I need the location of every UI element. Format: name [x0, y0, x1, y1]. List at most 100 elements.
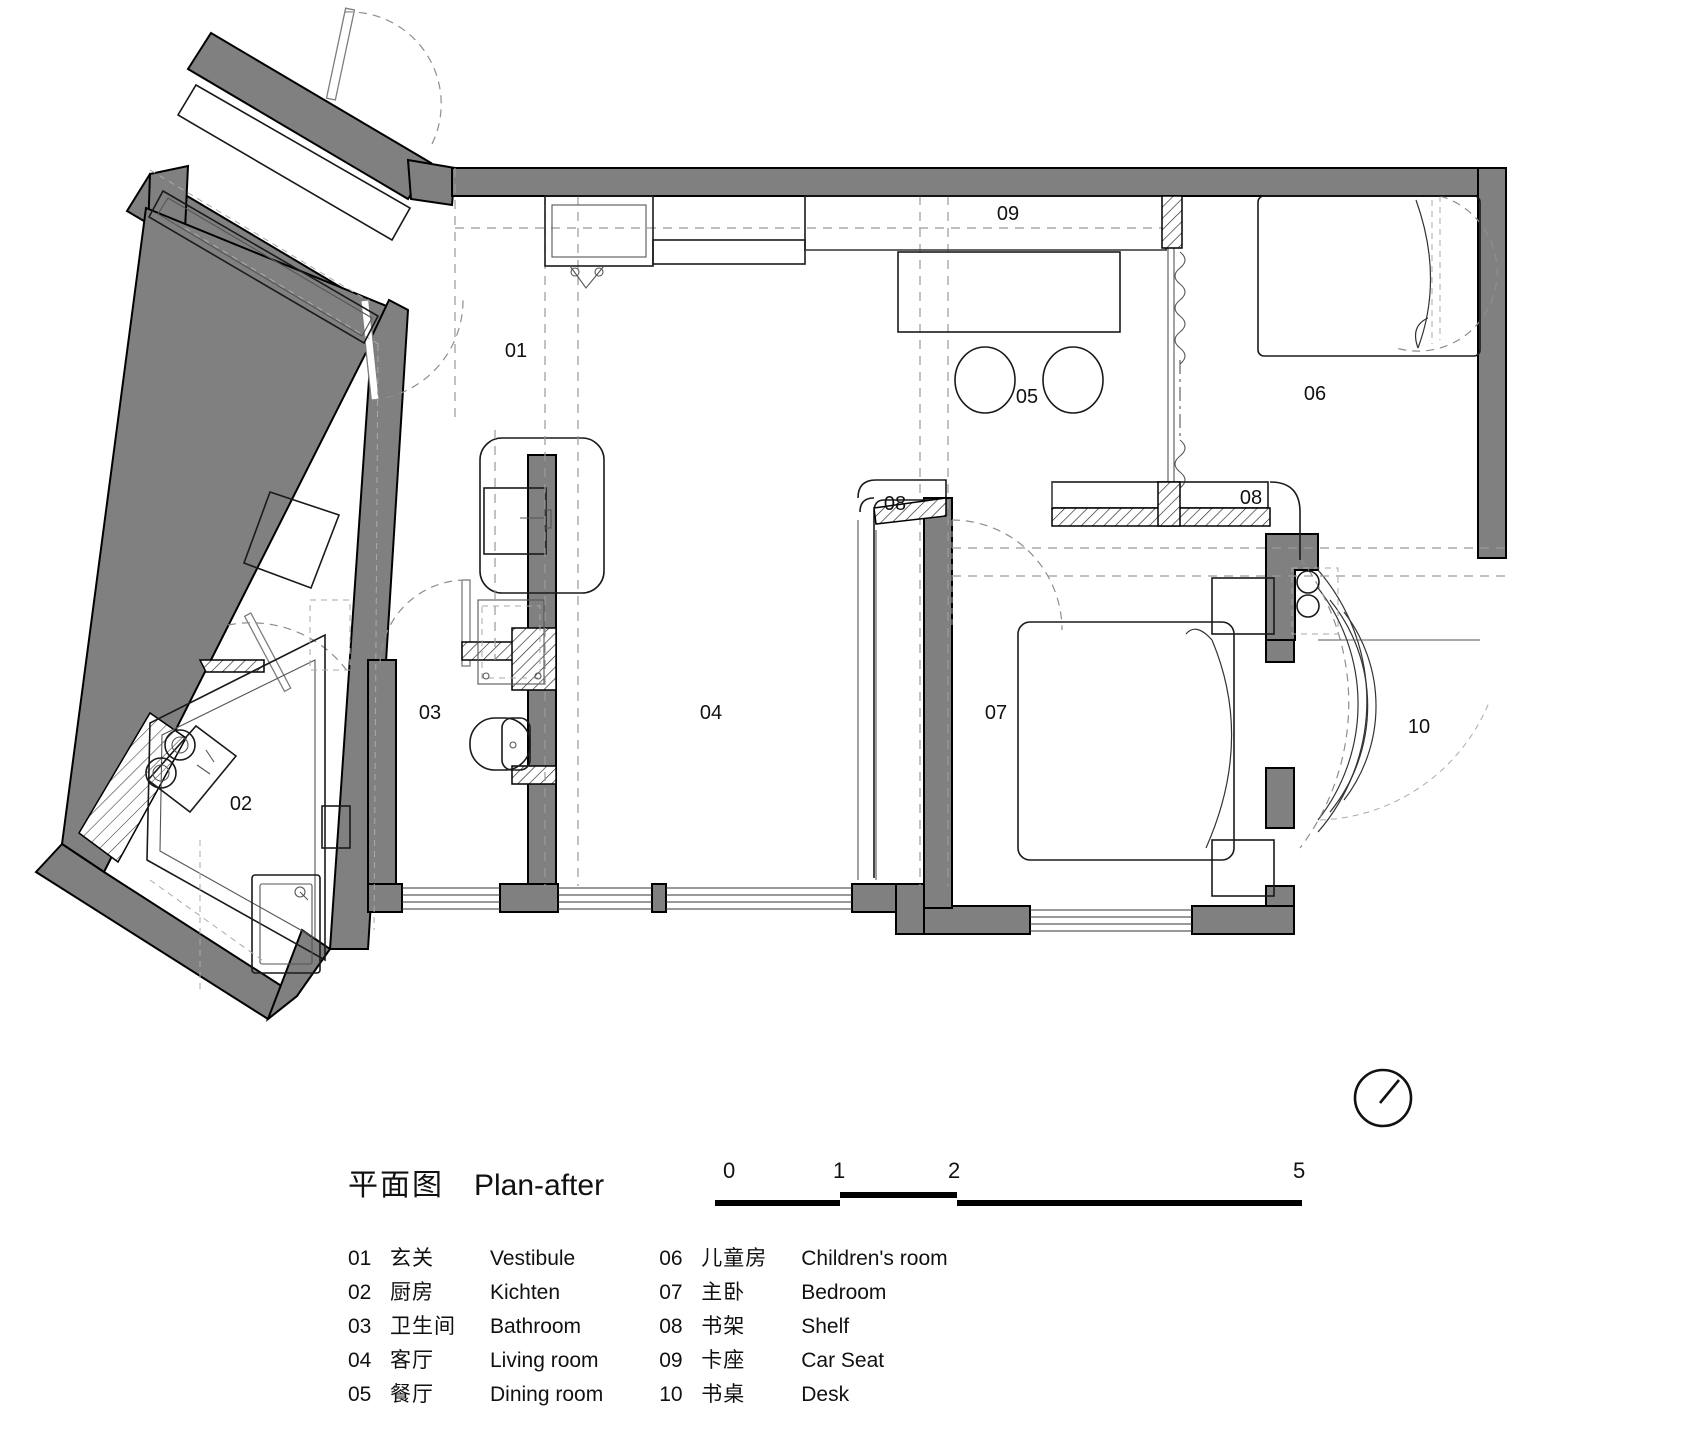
legend-item: 06 儿童房 Children's room: [659, 1244, 947, 1274]
legend-num: 09: [659, 1349, 683, 1372]
legend-cn: 餐厅: [390, 1383, 434, 1406]
room-label-09: 09: [997, 203, 1019, 225]
wall-bedroom-west: [923, 497, 953, 909]
north-arrow: [1348, 1063, 1418, 1133]
kitchen-fridge: [321, 805, 351, 849]
wall-living-west: [367, 659, 397, 891]
kitchen-sink: [251, 874, 321, 974]
scale-tick-1: 1: [833, 1158, 846, 1183]
entry-bench-top: [652, 239, 806, 265]
entry-cabinet: [147, 189, 380, 345]
legend-num: 05: [348, 1383, 372, 1406]
legend-item: 08 书架 Shelf: [659, 1312, 947, 1342]
bath-washer: [477, 599, 545, 685]
dining-chair-right: [1042, 346, 1104, 414]
room-label-07: 07: [985, 702, 1007, 724]
window-south-bedroom: [1030, 909, 1192, 932]
wall-south-seg6: [1191, 905, 1295, 935]
scale-segment-1-2: [840, 1192, 957, 1198]
room-label-10: 10: [1408, 716, 1430, 738]
plan-title-en: Plan-after: [474, 1169, 605, 1202]
desk: [1318, 639, 1491, 821]
bath-vanity-block: [479, 437, 605, 594]
scale-tick-2: 2: [948, 1158, 961, 1183]
shelf-joint-hatch: [1157, 481, 1181, 527]
door-kitchen: [198, 612, 349, 693]
bedroom-ceiling-guides: [952, 547, 1506, 577]
door-children-room: [1395, 195, 1498, 352]
kitchen-upper-cabinet-dashed: [309, 599, 351, 671]
room-label-02: 02: [230, 793, 252, 815]
plan-title: 平面图 Plan-after: [348, 1160, 604, 1204]
scale-tick-0: 0: [723, 1158, 736, 1183]
legend: 01 玄关 Vestibule 02 厨房 Kichten 03 卫生间 Bat…: [348, 1244, 948, 1410]
living-ceiling-guides: [455, 196, 1166, 886]
shelf-left: [857, 479, 947, 880]
legend-en: Car Seat: [801, 1349, 885, 1372]
car-seat-bench: [804, 195, 1167, 251]
plan-title-cn: 平面图: [348, 1169, 444, 1202]
legend-num: 03: [348, 1315, 372, 1338]
entry-console: [242, 490, 341, 590]
wall-corridor-diagonal: [328, 298, 410, 950]
legend-item: 05 餐厅 Dining room: [348, 1380, 603, 1410]
window-south-3: [666, 887, 852, 910]
legend-num: 08: [659, 1315, 683, 1338]
scale-segment-0-1: [715, 1200, 840, 1206]
legend-en: Living room: [490, 1349, 599, 1372]
legend-column-right: 06 儿童房 Children's room 07 主卧 Bedroom 08 …: [659, 1244, 947, 1410]
room-label-01: 01: [505, 340, 527, 362]
legend-en: Dining room: [490, 1383, 604, 1406]
legend-cn: 主卧: [701, 1281, 746, 1304]
balcony-curved-glazing: [1299, 557, 1377, 849]
wall-entry-to-north-joint: [406, 158, 457, 207]
legend-en: Vestibule: [490, 1247, 576, 1270]
scale-tick-5: 5: [1293, 1158, 1306, 1183]
entry-overhead-cabinet: [544, 195, 654, 289]
window-south-2: [558, 887, 652, 910]
legend-cn: 儿童房: [701, 1247, 768, 1270]
legend-en: Desk: [801, 1383, 850, 1406]
wall-kitchen-west-diagonal: [60, 206, 391, 874]
nightstand-upper: [1211, 577, 1275, 635]
legend-num: 07: [659, 1281, 683, 1304]
partition-bath-lower: [511, 765, 557, 785]
wall-south-seg5: [923, 905, 1031, 935]
wall-east-exterior: [1477, 167, 1507, 559]
walls-group: [34, 31, 1507, 1023]
room-label-08-left: 08: [884, 493, 906, 515]
legend-column-left: 01 玄关 Vestibule 02 厨房 Kichten 03 卫生间 Bat…: [348, 1244, 603, 1410]
wall-south-stub-vert: [895, 883, 925, 935]
wall-south-seg2: [499, 883, 559, 913]
dining-table: [897, 251, 1121, 333]
dining-chair-left: [954, 346, 1016, 414]
legend-cn: 玄关: [390, 1247, 434, 1270]
legend-en: Shelf: [801, 1315, 850, 1338]
legend-item: 10 书桌 Desk: [659, 1380, 947, 1410]
scale-bar: 0 1 2 5: [705, 1158, 1325, 1218]
legend-item: 07 主卧 Bedroom: [659, 1278, 947, 1308]
kitchen-stove: [145, 724, 238, 814]
legend-cn: 书桌: [701, 1383, 746, 1406]
legend-item: 03 卫生间 Bathroom: [348, 1312, 603, 1342]
legend-num: 02: [348, 1281, 372, 1304]
wall-bedroom-east-lower: [1265, 767, 1295, 829]
furniture-group: [145, 83, 1506, 990]
room-label-03: 03: [419, 702, 441, 724]
north-arrow-icon: [1353, 1068, 1413, 1128]
kitchen-counter: [146, 633, 326, 962]
legend-cn: 卫生间: [390, 1315, 456, 1338]
legend-num: 04: [348, 1349, 372, 1372]
legend-en: Kichten: [490, 1281, 561, 1304]
legend-en: Bedroom: [801, 1281, 887, 1304]
legend-item: 01 玄关 Vestibule: [348, 1244, 603, 1274]
entry-storage-upper: [176, 83, 412, 242]
legend-item: 04 客厅 Living room: [348, 1346, 603, 1376]
balcony-fixture: [1291, 567, 1339, 635]
master-bed: [1017, 577, 1275, 897]
legend-item: 09 卡座 Car Seat: [659, 1346, 947, 1376]
legend-num: 06: [659, 1247, 683, 1270]
nightstand-lower: [1211, 839, 1275, 897]
legend-en: Bathroom: [490, 1315, 582, 1338]
